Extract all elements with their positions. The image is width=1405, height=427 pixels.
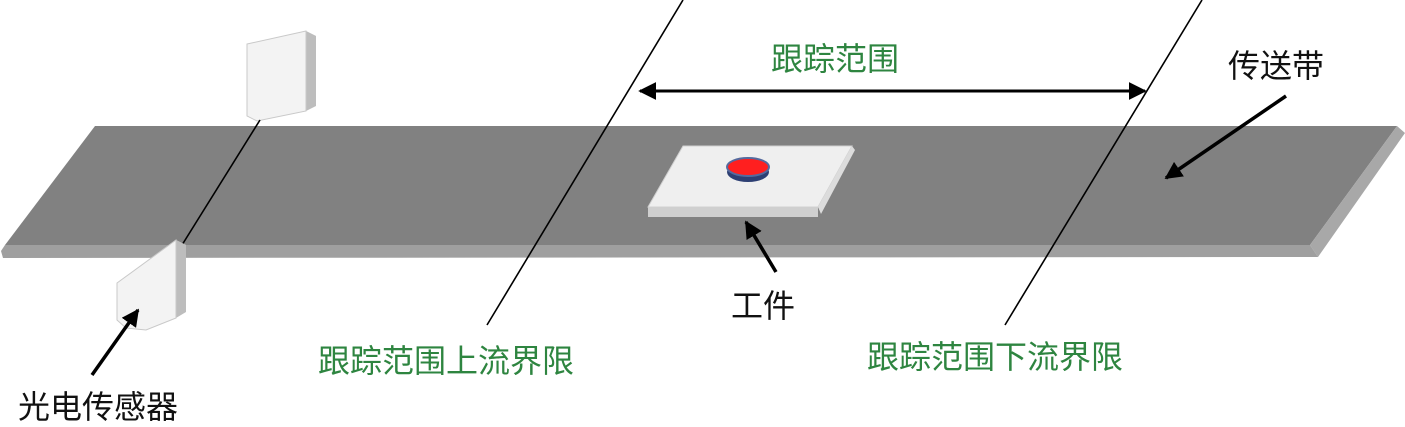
conveyor-label: 传送带 bbox=[1228, 47, 1324, 85]
conveyor-pointer-arrow bbox=[1164, 94, 1287, 180]
upstream-limit-label: 跟踪范围上流界限 bbox=[318, 342, 574, 380]
workpiece-plate-front bbox=[648, 207, 818, 217]
workpiece-plate-side bbox=[818, 146, 855, 214]
photo-sensor-label: 光电传感器 bbox=[18, 388, 178, 426]
sensor-upper-face bbox=[246, 30, 307, 122]
belt-right-edge bbox=[1310, 126, 1405, 257]
downstream-limit-line bbox=[1004, 0, 1203, 326]
sensor-upper-side bbox=[306, 31, 316, 111]
upstream-limit-line bbox=[486, 0, 684, 326]
workpiece-disc bbox=[726, 157, 770, 177]
sensor-beam-line bbox=[181, 119, 261, 246]
photo-sensor-lower bbox=[116, 239, 186, 331]
sensor-lower-face bbox=[116, 239, 177, 331]
workpiece-pointer-arrow bbox=[744, 220, 778, 273]
workpiece bbox=[647, 145, 855, 217]
workpiece-label: 工件 bbox=[731, 287, 795, 325]
sensor-pointer-arrow bbox=[90, 308, 140, 377]
belt-front-edge bbox=[1, 245, 1318, 258]
photo-sensor-upper bbox=[246, 30, 316, 122]
sensor-lower-side bbox=[176, 240, 186, 318]
downstream-limit-label: 跟踪范围下流界限 bbox=[867, 338, 1123, 376]
tracking-range-label: 跟踪范围 bbox=[771, 40, 899, 78]
